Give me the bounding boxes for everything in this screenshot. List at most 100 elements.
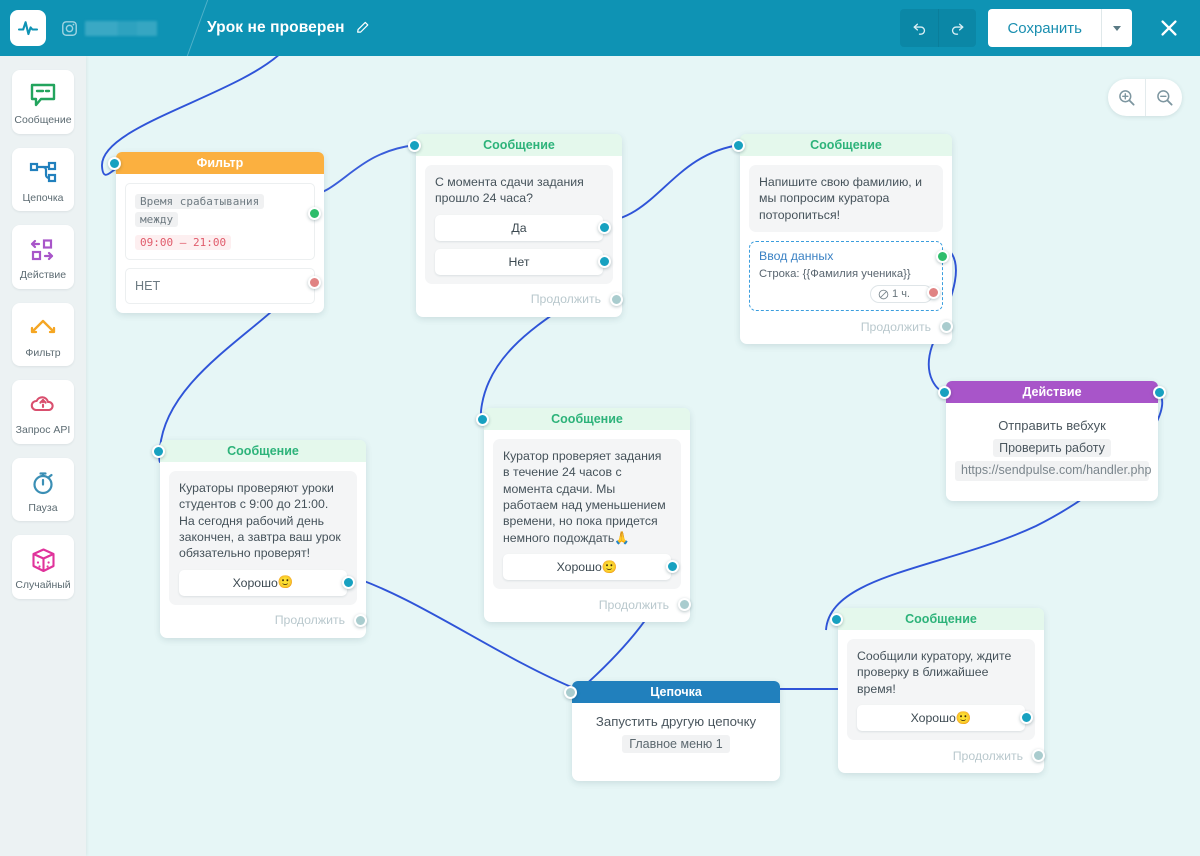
node-input-connector[interactable] [108, 157, 121, 170]
node-input-connector[interactable] [408, 139, 421, 152]
close-button[interactable] [1152, 11, 1186, 45]
continue-connector[interactable] [1032, 749, 1045, 763]
quick-reply-connector[interactable] [666, 560, 679, 574]
filter-no-connector[interactable] [308, 276, 321, 289]
node-body: Кураторы проверяют уроки студентов с 9:0… [160, 462, 367, 638]
continue-connector[interactable] [940, 320, 953, 334]
node-header: Сообщение [484, 408, 690, 430]
quick-reply-emoji: 🙂 [601, 559, 618, 574]
message-bubble[interactable]: С момента сдачи задания прошло 24 часа? … [425, 165, 613, 284]
continue-row[interactable]: Продолжить [749, 318, 953, 335]
quick-reply-label: Нет [508, 254, 530, 269]
sidebar-item-random[interactable]: Случайный [12, 535, 74, 599]
sidebar-item-action[interactable]: Действие [12, 225, 74, 289]
no-entry-icon [878, 289, 889, 299]
save-dropdown-button[interactable] [1102, 9, 1132, 47]
continue-label: Продолжить [274, 613, 345, 628]
quick-reply-button[interactable]: Хорошо🙂 [857, 705, 1033, 732]
node-input-connector[interactable] [564, 686, 577, 699]
quick-reply-button[interactable]: Хорошо🙂 [179, 569, 355, 596]
action-icon [28, 235, 58, 265]
continue-row[interactable]: Продолжить [847, 747, 1045, 764]
sidebar-item-label: Случайный [15, 579, 71, 592]
data-input-timeout-connector[interactable] [927, 286, 940, 300]
data-input-block[interactable]: Ввод данных Строка: {{Фамилия ученика}} … [749, 241, 949, 312]
node-header: Сообщение [416, 134, 622, 156]
chevron-down-icon [1113, 25, 1121, 31]
node-header: Сообщение [740, 134, 952, 156]
sidebar-item-pause[interactable]: Пауза [12, 457, 74, 522]
node-action-webhook[interactable]: Действие Отправить вебхук Проверить рабо… [938, 381, 1166, 501]
node-message-curator[interactable]: Сообщение Куратор проверяет задания в те… [476, 408, 691, 623]
node-input-connector[interactable] [732, 139, 745, 152]
filter-value-chip: 09:00 — 21:00 [135, 235, 232, 250]
quick-reply-label: Да [511, 220, 527, 235]
node-input-connector[interactable] [476, 413, 489, 426]
continue-label: Продолжить [530, 292, 601, 307]
data-input-success-connector[interactable] [936, 250, 949, 264]
continue-row[interactable]: Продолжить [493, 596, 691, 613]
flow-canvas[interactable]: Фильтр Время срабатывания между 09:00 — … [86, 56, 1200, 856]
node-message-24h[interactable]: Сообщение С момента сдачи задания прошло… [408, 134, 623, 317]
zoom-out-button[interactable] [1145, 79, 1182, 116]
node-body: Сообщили куратору, ждите проверку в ближ… [838, 630, 1045, 773]
quick-reply-button[interactable]: Хорошо🙂 [503, 554, 679, 581]
filter-else-label: НЕТ [135, 279, 161, 293]
node-body: С момента сдачи задания прошло 24 часа? … [416, 156, 623, 317]
redo-button[interactable] [938, 9, 977, 47]
quick-reply-connector[interactable] [1020, 711, 1033, 725]
message-text: Напишите свою фамилию, и мы попросим кур… [759, 175, 922, 222]
sidebar-item-message[interactable]: Сообщение [12, 70, 74, 134]
quick-reply-connector[interactable] [342, 575, 355, 589]
data-input-timeout-pill[interactable]: 1 ч. [870, 285, 933, 304]
node-message-notified[interactable]: Сообщение Сообщили куратору, ждите прове… [830, 608, 1045, 774]
zoom-in-button[interactable] [1108, 79, 1145, 116]
quick-reply-emoji: 🙂 [277, 575, 294, 590]
node-output-connector[interactable] [1153, 386, 1166, 399]
quick-reply-button[interactable]: Нет [435, 248, 611, 275]
continue-connector[interactable] [678, 598, 691, 612]
close-icon [1161, 20, 1177, 36]
sidebar-item-label: Фильтр [25, 346, 61, 359]
node-message-workhours[interactable]: Сообщение Кураторы проверяют уроки студе… [152, 440, 367, 638]
message-text-emoji: 🙏 [614, 530, 630, 545]
sidebar-item-api-request[interactable]: Запрос API [12, 380, 74, 444]
message-bubble[interactable]: Сообщили куратору, ждите проверку в ближ… [847, 639, 1035, 741]
continue-row[interactable]: Продолжить [169, 612, 367, 629]
save-button[interactable]: Сохранить [988, 9, 1102, 47]
quick-reply-button[interactable]: Да [435, 214, 611, 241]
quick-reply-label: Хорошо [232, 575, 278, 590]
data-input-timeout-label: 1 ч. [892, 288, 910, 301]
sidebar-item-chain[interactable]: Цепочка [12, 147, 74, 212]
continue-connector[interactable] [354, 613, 367, 627]
quick-reply-connector[interactable] [598, 254, 611, 268]
continue-connector[interactable] [610, 292, 623, 306]
save-group: Сохранить [988, 9, 1132, 47]
filter-yes-connector[interactable] [308, 207, 321, 220]
node-input-connector[interactable] [152, 445, 165, 458]
node-message-surname[interactable]: Сообщение Напишите свою фамилию, и мы по… [732, 134, 953, 345]
quick-reply-label: Хорошо [910, 711, 956, 726]
sendpulse-logo[interactable] [10, 10, 46, 46]
message-bubble[interactable]: Кураторы проверяют уроки студентов с 9:0… [169, 471, 357, 605]
flow-icon [28, 158, 58, 188]
pencil-icon[interactable] [355, 20, 371, 36]
filter-condition-row[interactable]: Время срабатывания между 09:00 — 21:00 [125, 183, 321, 260]
sidebar-item-filter[interactable]: Фильтр [12, 302, 74, 367]
message-bubble[interactable]: Напишите свою фамилию, и мы попросим кур… [749, 165, 943, 233]
chain-action-name: Запустить другую цепочку [595, 714, 757, 729]
page-title: Урок не проверен [207, 19, 345, 36]
timer-icon [30, 468, 56, 498]
filter-else-row[interactable]: НЕТ [125, 268, 321, 304]
quick-reply-connector[interactable] [598, 220, 611, 234]
node-filter[interactable]: Фильтр Время срабатывания между 09:00 — … [108, 152, 324, 313]
breadcrumb-account[interactable] [61, 20, 157, 37]
undo-button[interactable] [900, 9, 939, 47]
node-input-connector[interactable] [938, 386, 951, 399]
message-text: Куратор проверяет задания в течение 24 ч… [503, 448, 671, 546]
node-input-connector[interactable] [830, 613, 843, 626]
pulse-glyph [17, 21, 39, 36]
message-bubble[interactable]: Куратор проверяет задания в течение 24 ч… [493, 439, 681, 590]
continue-row[interactable]: Продолжить [425, 291, 623, 308]
node-chain[interactable]: Цепочка Запустить другую цепочку Главное… [564, 681, 780, 781]
